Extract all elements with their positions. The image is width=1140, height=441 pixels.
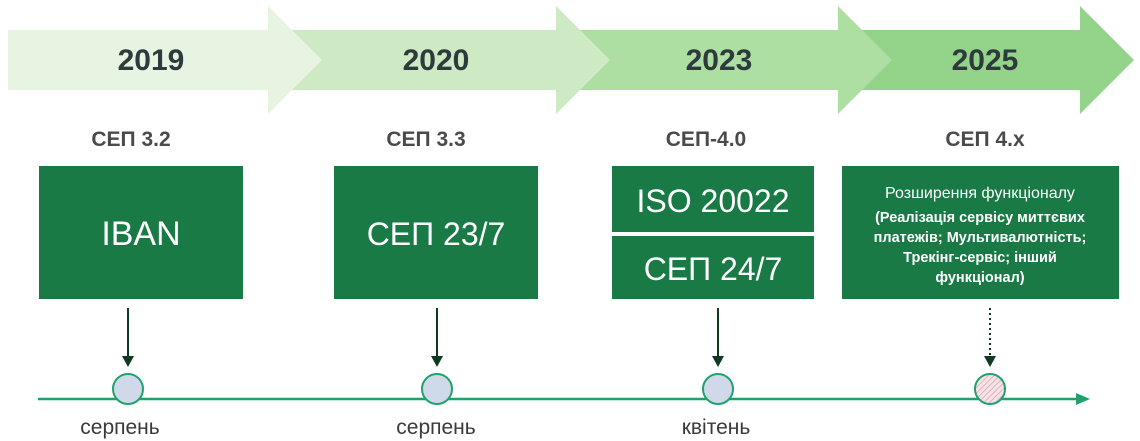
year-label: 2019 bbox=[118, 44, 185, 77]
pointer-arrow bbox=[712, 308, 724, 367]
version-label: СЕП 3.3 bbox=[386, 128, 465, 151]
chevron-band bbox=[8, 6, 1134, 114]
month-label: серпень bbox=[396, 416, 476, 439]
chevron-arrow-2023 bbox=[552, 6, 892, 114]
feature-box-text: ISO 20022 bbox=[637, 183, 790, 219]
feature-box-2023-bottom bbox=[612, 236, 814, 299]
feature-box-text: функціонал) bbox=[935, 270, 1024, 286]
version-label: СЕП-4.0 bbox=[666, 128, 746, 151]
year-labels: 2019 2020 2023 2025 bbox=[118, 44, 1019, 77]
pointer-arrow bbox=[431, 308, 443, 367]
version-label: СЕП 4.x bbox=[945, 128, 1025, 151]
chevron-arrow-2019 bbox=[8, 6, 322, 114]
feature-box-2019 bbox=[39, 166, 243, 299]
timeline bbox=[38, 373, 1090, 405]
year-label: 2025 bbox=[952, 44, 1019, 77]
feature-box-text: СЕП 23/7 bbox=[367, 216, 506, 252]
version-labels: СЕП 3.2 СЕП 3.3 СЕП-4.0 СЕП 4.x bbox=[91, 128, 1025, 151]
feature-boxes: IBAN СЕП 23/7 ISO 20022 СЕП 24/7 Розшире… bbox=[39, 166, 1119, 299]
pointer-arrow-dotted bbox=[984, 308, 996, 367]
month-label: серпень bbox=[80, 416, 160, 439]
feature-box-text: СЕП 24/7 bbox=[644, 251, 783, 287]
feature-box-text: (Реалізація сервісу миттєвих bbox=[875, 210, 1085, 226]
chevron-arrow-2025 bbox=[834, 6, 1134, 114]
timeline-marker bbox=[421, 373, 453, 405]
timeline-arrowhead bbox=[1076, 393, 1090, 405]
timeline-marker-future bbox=[974, 373, 1006, 405]
timeline-marker bbox=[702, 373, 734, 405]
version-label: СЕП 3.2 bbox=[91, 128, 170, 151]
month-label: квітень bbox=[682, 416, 751, 439]
feature-box-text: платежів; Мультивалютність; bbox=[874, 230, 1087, 246]
timeline-marker bbox=[112, 373, 144, 405]
year-label: 2023 bbox=[686, 44, 753, 77]
feature-box-text: IBAN bbox=[101, 215, 180, 253]
feature-box-2020 bbox=[334, 166, 538, 299]
year-label: 2020 bbox=[403, 44, 470, 77]
feature-box-2023-top bbox=[612, 166, 814, 232]
feature-box-text: Трекінг-сервіс; інший bbox=[903, 250, 1057, 266]
month-labels: серпень серпень квітень bbox=[80, 416, 750, 439]
pointer-arrows bbox=[122, 308, 996, 367]
feature-box-2025 bbox=[842, 166, 1119, 299]
feature-box-title: Розширення функціоналу bbox=[885, 185, 1075, 202]
pointer-arrow bbox=[122, 308, 134, 367]
chevron-arrow-2020 bbox=[264, 6, 610, 114]
